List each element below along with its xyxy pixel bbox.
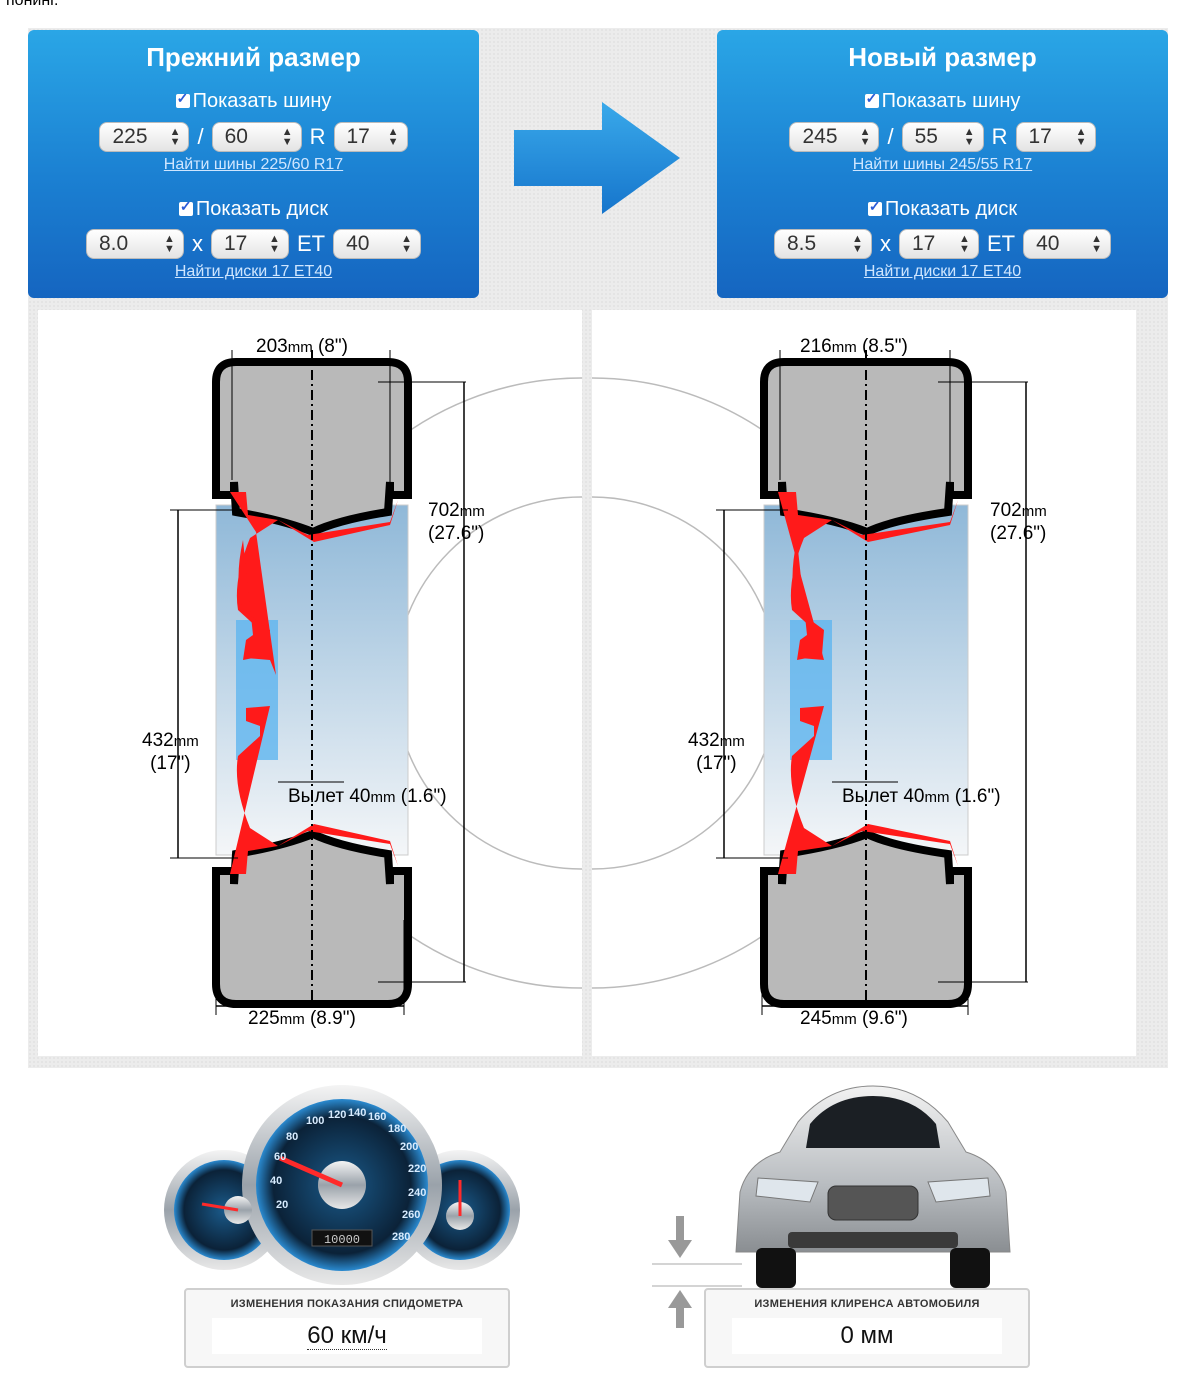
svg-text:100: 100 xyxy=(306,1115,324,1127)
clearance-indicator xyxy=(652,1216,742,1328)
cut-header-text: понинг. xyxy=(6,0,59,9)
old-rim-width-label: 203mm (8") xyxy=(256,336,348,357)
old-tyre-cross-section xyxy=(170,350,582,1015)
updown-arrows-icon: ▲▼ xyxy=(401,233,413,255)
svg-text:140: 140 xyxy=(348,1107,366,1119)
old-tyre-width-label: 225mm (8.9") xyxy=(248,1008,356,1029)
results-area: 10000 120 140 160 180 200 220 240 260 28… xyxy=(28,1068,1168,1382)
new-rim-width-label: 216mm (8.5") xyxy=(800,336,908,357)
old-disk-dia-select[interactable]: 17▲▼ xyxy=(210,229,289,259)
new-disk-et-select[interactable]: 40▲▼ xyxy=(1023,229,1112,259)
updown-arrows-icon: ▲▼ xyxy=(959,233,970,255)
svg-text:120: 120 xyxy=(328,1109,346,1121)
arrow-up-icon xyxy=(668,1290,692,1308)
new-find-tyres-link[interactable]: Найти шины 245/55 R17 xyxy=(852,156,1033,173)
updown-arrows-icon: ▲▼ xyxy=(1075,126,1087,148)
new-tyre-rim-select[interactable]: 17▲▼ xyxy=(1015,122,1096,152)
svg-text:160: 160 xyxy=(368,1111,386,1123)
updown-arrows-icon: ▲▼ xyxy=(859,126,871,148)
new-offset-label: Вылет 40mm (1.6") xyxy=(842,786,1001,807)
old-tyre-diagram: 203mm (8") 702mm(27.6") 432mm(17") Вылет… xyxy=(38,310,582,1056)
updown-arrows-icon: ▲▼ xyxy=(963,126,975,148)
speedometer-value[interactable]: 60 км/ч xyxy=(212,1318,482,1354)
old-offset-label: Вылет 40mm (1.6") xyxy=(288,786,447,807)
new-show-tyre-checkbox[interactable]: Показать шину xyxy=(717,90,1168,113)
old-tyre-width-select[interactable]: 225▲▼ xyxy=(99,122,190,152)
new-tyre-width-label: 245mm (9.6") xyxy=(800,1008,908,1029)
old-disk-width-select[interactable]: 8.0▲▼ xyxy=(85,229,184,259)
old-find-disks-link[interactable]: Найти диски 17 ET40 xyxy=(174,263,333,280)
clearance-value: 0 мм xyxy=(732,1318,1002,1354)
new-tyre-profile-select[interactable]: 55▲▼ xyxy=(901,122,984,152)
arrow-down-icon xyxy=(668,1240,692,1258)
new-show-disk-checkbox[interactable]: Показать диск xyxy=(717,198,1168,221)
odometer-text: 10000 xyxy=(324,1233,360,1247)
updown-arrows-icon: ▲▼ xyxy=(852,233,863,255)
clearance-result-box: ИЗМЕНЕНИЯ КЛИРЕНСА АВТОМОБИЛЯ 0 мм xyxy=(704,1288,1030,1368)
new-tyre-width-select[interactable]: 245▲▼ xyxy=(789,122,880,152)
old-tyre-selects: 225▲▼ / 60▲▼ R 17▲▼ xyxy=(28,122,479,152)
old-show-tyre-checkbox[interactable]: Показать шину xyxy=(28,90,479,113)
new-rim-dia-label: 432mm(17") xyxy=(688,730,745,774)
arrow-right-icon xyxy=(514,102,680,214)
new-size-title: Новый размер xyxy=(848,42,1037,72)
old-tyre-profile-select[interactable]: 60▲▼ xyxy=(211,122,302,152)
updown-arrows-icon: ▲▼ xyxy=(387,126,399,148)
speedometer-caption: ИЗМЕНЕНИЯ ПОКАЗАНИЯ СПИДОМЕТРА xyxy=(230,1298,464,1310)
svg-text:20: 20 xyxy=(276,1199,288,1211)
svg-text:260: 260 xyxy=(402,1209,420,1221)
updown-arrows-icon: ▲▼ xyxy=(281,126,293,148)
speedometer-image: 10000 120 140 160 180 200 220 240 260 28… xyxy=(164,1085,520,1285)
svg-text:180: 180 xyxy=(388,1123,406,1135)
old-find-tyres-link[interactable]: Найти шины 225/60 R17 xyxy=(163,156,344,173)
updown-arrows-icon: ▲▼ xyxy=(164,233,175,255)
old-tyre-height-label: 702mm(27.6") xyxy=(428,500,485,544)
new-tyre-diagram: 216mm (8.5") 702mm(27.6") 432mm(17") Выл… xyxy=(592,310,1136,1056)
speedometer-result-box: ИЗМЕНЕНИЯ ПОКАЗАНИЯ СПИДОМЕТРА 60 км/ч xyxy=(184,1288,510,1368)
new-find-disks-link[interactable]: Найти диски 17 ET40 xyxy=(863,263,1022,280)
clearance-caption: ИЗМЕНЕНИЯ КЛИРЕНСА АВТОМОБИЛЯ xyxy=(754,1298,980,1310)
checkbox-icon[interactable] xyxy=(175,90,190,108)
car-front-image xyxy=(735,1085,1011,1288)
old-disk-selects: 8.0▲▼ x 17▲▼ ET 40▲▼ xyxy=(28,229,479,259)
checkbox-icon[interactable] xyxy=(178,198,193,216)
checkbox-icon[interactable] xyxy=(864,90,879,108)
new-tyre-selects: 245▲▼ / 55▲▼ R 17▲▼ xyxy=(717,122,1168,152)
old-size-title: Прежний размер xyxy=(146,42,361,72)
new-size-panel: Новый размер Показать шину 245▲▼ / 55▲▼ … xyxy=(717,30,1168,298)
updown-arrows-icon: ▲▼ xyxy=(1091,233,1103,255)
checkbox-icon[interactable] xyxy=(867,198,882,216)
old-size-panel: Прежний размер Показать шину 225▲▼ / 60▲… xyxy=(28,30,479,298)
new-disk-width-select[interactable]: 8.5▲▼ xyxy=(773,229,872,259)
updown-arrows-icon: ▲▼ xyxy=(269,233,280,255)
old-show-disk-checkbox[interactable]: Показать диск xyxy=(28,198,479,221)
new-tyre-cross-section xyxy=(592,350,1028,1015)
svg-text:40: 40 xyxy=(270,1175,282,1187)
svg-text:60: 60 xyxy=(274,1151,286,1163)
svg-text:80: 80 xyxy=(286,1131,298,1143)
new-disk-selects: 8.5▲▼ x 17▲▼ ET 40▲▼ xyxy=(717,229,1168,259)
svg-text:200: 200 xyxy=(400,1141,418,1153)
svg-text:240: 240 xyxy=(408,1187,426,1199)
svg-text:280: 280 xyxy=(392,1231,410,1243)
old-rim-dia-label: 432mm(17") xyxy=(142,730,199,774)
svg-text:220: 220 xyxy=(408,1163,426,1175)
old-tyre-rim-select[interactable]: 17▲▼ xyxy=(333,122,408,152)
new-disk-dia-select[interactable]: 17▲▼ xyxy=(898,229,979,259)
old-disk-et-select[interactable]: 40▲▼ xyxy=(333,229,422,259)
updown-arrows-icon: ▲▼ xyxy=(169,126,181,148)
new-tyre-height-label: 702mm(27.6") xyxy=(990,500,1047,544)
